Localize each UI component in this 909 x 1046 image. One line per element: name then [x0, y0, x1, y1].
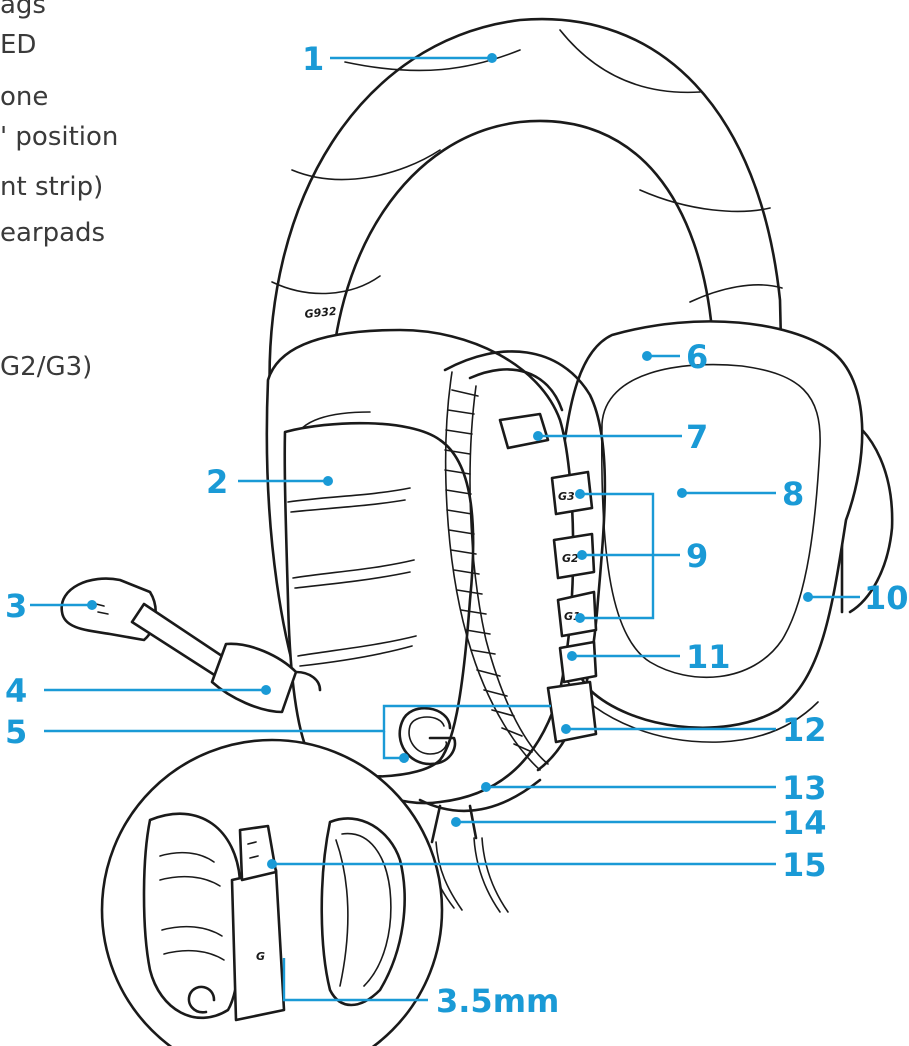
dts-button: [560, 642, 596, 682]
usb-logo: G: [256, 950, 265, 963]
callout-1: 1: [302, 40, 497, 78]
svg-text:9: 9: [686, 537, 708, 575]
svg-text:6: 6: [686, 338, 708, 376]
usb-receiver: [232, 870, 284, 1020]
volume-wheel: [548, 682, 596, 742]
svg-text:14: 14: [782, 804, 827, 842]
svg-text:12: 12: [782, 711, 827, 749]
svg-text:8: 8: [782, 475, 804, 513]
svg-text:13: 13: [782, 769, 827, 807]
svg-text:15: 15: [782, 846, 827, 884]
model-text: G932: [304, 305, 338, 321]
svg-text:3.5mm: 3.5mm: [436, 982, 559, 1020]
svg-text:1: 1: [302, 40, 324, 78]
svg-text:4: 4: [5, 672, 27, 710]
svg-text:5: 5: [5, 713, 27, 751]
g3-button-text: G3: [558, 490, 575, 503]
svg-text:11: 11: [686, 638, 731, 676]
callout-14: 14: [451, 804, 827, 842]
svg-text:2: 2: [206, 463, 228, 501]
svg-text:10: 10: [864, 579, 909, 617]
g2-button-text: G2: [562, 552, 579, 565]
svg-text:7: 7: [686, 418, 708, 456]
right-earcup-drawing: [556, 321, 892, 742]
svg-text:3: 3: [5, 587, 27, 625]
callout-13: 13: [481, 769, 827, 807]
